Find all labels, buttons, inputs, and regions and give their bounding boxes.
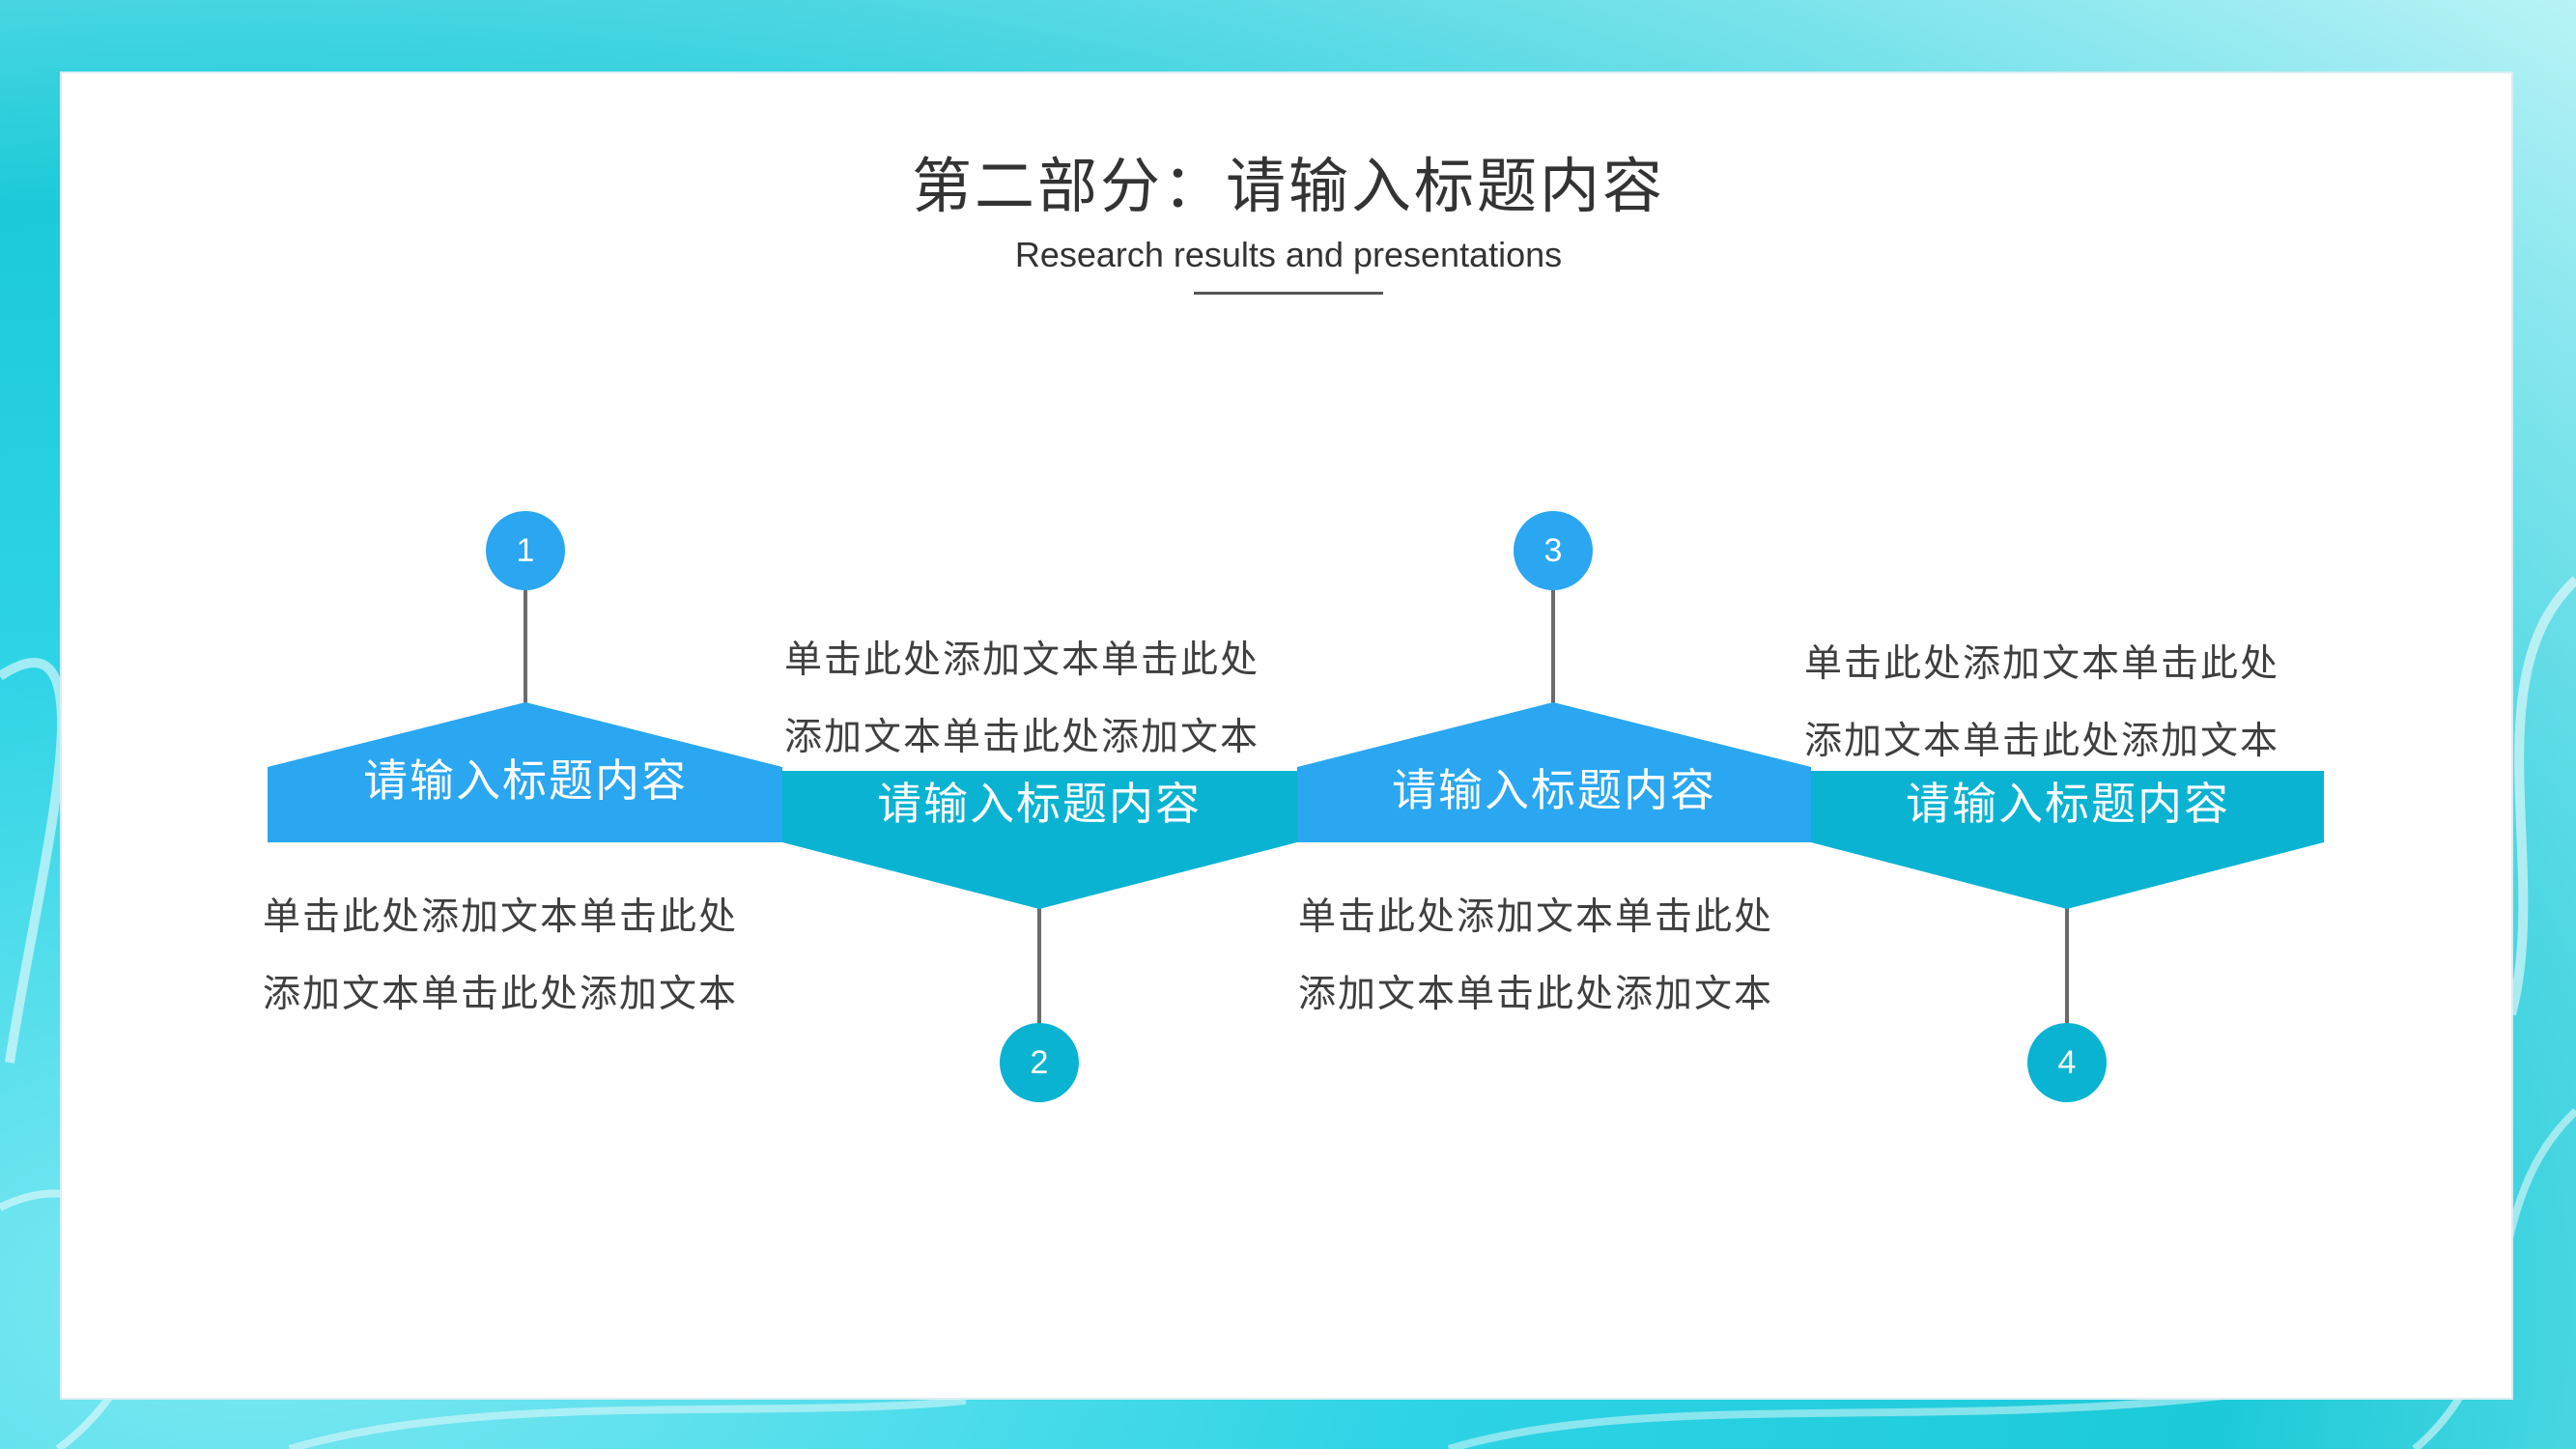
- step-3-number: 3: [1543, 532, 1563, 569]
- step-4-description-line-2: 添加文本单击此处添加文本: [1804, 720, 2280, 763]
- step-4-description-line-1: 单击此处添加文本单击此处: [1804, 642, 2280, 686]
- step-3-description[interactable]: 单击此处添加文本单击此处 添加文本单击此处添加文本: [1298, 879, 1839, 1034]
- step-2-heading[interactable]: 请输入标题内容: [877, 778, 1202, 830]
- step-3-description-line-1: 单击此处添加文本单击此处: [1298, 895, 1774, 939]
- step-1-number-badge: [486, 511, 565, 590]
- step-4-number-badge: [2027, 1023, 2107, 1102]
- step-3-number-badge: [1514, 511, 1593, 590]
- process-diagram: [268, 511, 2324, 1102]
- page-subtitle: Research results and presentations: [1014, 235, 1563, 274]
- step-3-heading[interactable]: 请输入标题内容: [1392, 764, 1716, 816]
- step-2-description[interactable]: 单击此处添加文本单击此处 添加文本单击此处添加文本: [784, 622, 1325, 777]
- slide-card: 第二部分：请输入标题内容 Research results and presen…: [60, 71, 2513, 1400]
- step-3-shape: [1297, 702, 1811, 842]
- step-2-number: 2: [1030, 1044, 1049, 1081]
- title-divider: [1194, 292, 1383, 295]
- step-4-number: 4: [2057, 1044, 2077, 1081]
- step-1-shape: [268, 702, 782, 842]
- step-2-shape: [782, 771, 1297, 909]
- step-2-number-badge: [1000, 1023, 1079, 1102]
- step-1-description[interactable]: 单击此处添加文本单击此处 添加文本单击此处添加文本: [263, 879, 804, 1034]
- step-4-shape: [1811, 771, 2324, 909]
- step-4-description[interactable]: 单击此处添加文本单击此处 添加文本单击此处添加文本: [1804, 626, 2345, 781]
- step-1-description-line-2: 添加文本单击此处添加文本: [263, 973, 739, 1016]
- step-1-number: 1: [516, 532, 535, 569]
- step-1-description-line-1: 单击此处添加文本单击此处: [263, 895, 739, 939]
- step-4-heading[interactable]: 请输入标题内容: [1906, 778, 2230, 830]
- step-3-description-line-2: 添加文本单击此处添加文本: [1298, 973, 1774, 1016]
- step-1-heading[interactable]: 请输入标题内容: [363, 754, 688, 807]
- step-2-description-line-1: 单击此处添加文本单击此处: [784, 639, 1260, 682]
- step-2-description-line-2: 添加文本单击此处添加文本: [784, 716, 1260, 759]
- page-title: 第二部分：请输入标题内容: [911, 151, 1665, 221]
